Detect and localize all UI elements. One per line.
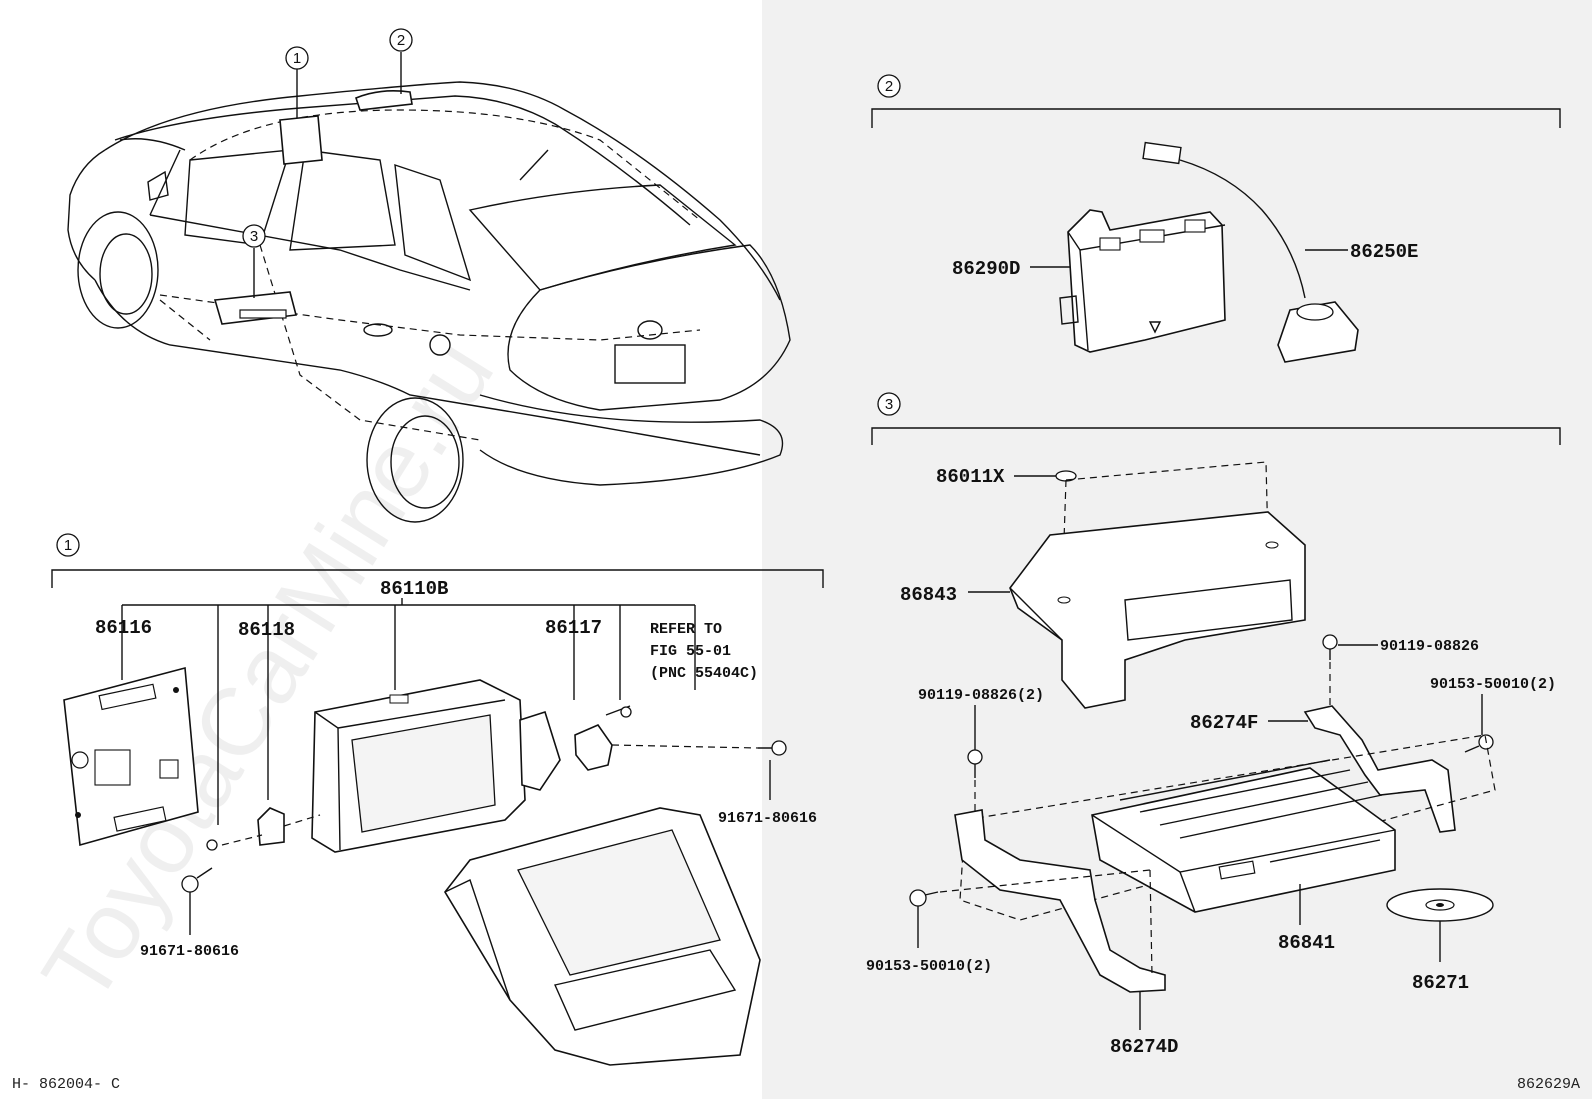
changer-86841 xyxy=(1091,759,1396,913)
callout-3-section-label: 3 xyxy=(885,396,893,413)
callout-3-section xyxy=(877,392,901,416)
bracket-86117 xyxy=(574,724,613,771)
bracket-86118 xyxy=(257,807,285,846)
antenna-86250E xyxy=(1142,141,1359,363)
refer-note-line-1: REFER TO xyxy=(650,621,722,638)
module-86290D xyxy=(1059,209,1226,353)
part-86271: 86271 xyxy=(1412,972,1469,994)
part-86274F: 86274F xyxy=(1190,712,1258,734)
part-86250E: 86250E xyxy=(1350,241,1418,263)
callout-1-section-label: 1 xyxy=(64,537,72,554)
part-90119-08826-left: 90119-08826(2) xyxy=(918,687,1044,704)
display-unit-86110B xyxy=(311,679,561,853)
part-86110B: 86110B xyxy=(380,578,448,600)
svg-text:1: 1 xyxy=(293,50,301,67)
callout-2-section xyxy=(877,74,901,98)
part-90153-50010-bottom: 90153-50010(2) xyxy=(866,958,992,975)
group-2: 2 86290D 86250E xyxy=(871,74,1561,363)
disc-86271 xyxy=(1386,888,1494,922)
callout-1-car: 1 xyxy=(285,46,309,70)
group-1: 1 86110B 86116 86118 86117 REFER TO FIG … xyxy=(51,533,824,1066)
diagram-code-left: H- 862004- C xyxy=(12,1076,120,1093)
diagram-code-right: 862629A xyxy=(1517,1076,1580,1093)
circuit-board-86116 xyxy=(63,666,199,847)
group-3-bracket xyxy=(871,427,1561,445)
refer-note-line-2: FIG 55-01 xyxy=(650,643,731,660)
part-86843: 86843 xyxy=(900,584,957,606)
part-86274D: 86274D xyxy=(1110,1036,1178,1058)
group-2-bracket xyxy=(871,108,1561,128)
refer-note-line-3: (PNC 55404C) xyxy=(650,665,758,682)
callout-3-car: 3 xyxy=(242,224,266,248)
callout-1-section xyxy=(56,533,80,557)
callout-2-car: 2 xyxy=(389,28,413,52)
screw-91671-bottom xyxy=(181,867,213,935)
bracket-86274F xyxy=(1303,705,1456,833)
screw-group1-small xyxy=(605,705,632,718)
svg-text:2: 2 xyxy=(397,32,405,49)
part-91671-80616-bottom: 91671-80616 xyxy=(140,943,239,960)
screw-small-left xyxy=(206,839,218,851)
dash-bezel-55404C xyxy=(444,807,761,1066)
part-86011X: 86011X xyxy=(936,466,1005,488)
cover-86843 xyxy=(1009,511,1306,709)
part-86841: 86841 xyxy=(1278,932,1335,954)
part-91671-80616-right: 91671-80616 xyxy=(718,810,817,827)
part-86116: 86116 xyxy=(95,617,152,639)
bolt-90119-08826-top xyxy=(1322,634,1338,660)
svg-text:3: 3 xyxy=(250,228,258,245)
group-3: 3 86011X 86843 90119-08826 90119-08826(2… xyxy=(866,392,1561,1058)
part-90119-08826-top: 90119-08826 xyxy=(1380,638,1479,655)
part-86117: 86117 xyxy=(545,617,602,639)
part-86290D: 86290D xyxy=(952,258,1020,280)
part-90153-50010-right: 90153-50010(2) xyxy=(1430,676,1556,693)
screw-91671-right xyxy=(758,740,787,800)
group-1-bracket xyxy=(51,569,824,588)
bolt-90119-08826-left xyxy=(967,749,983,778)
part-86118: 86118 xyxy=(238,619,295,641)
callout-2-section-label: 2 xyxy=(885,78,893,95)
